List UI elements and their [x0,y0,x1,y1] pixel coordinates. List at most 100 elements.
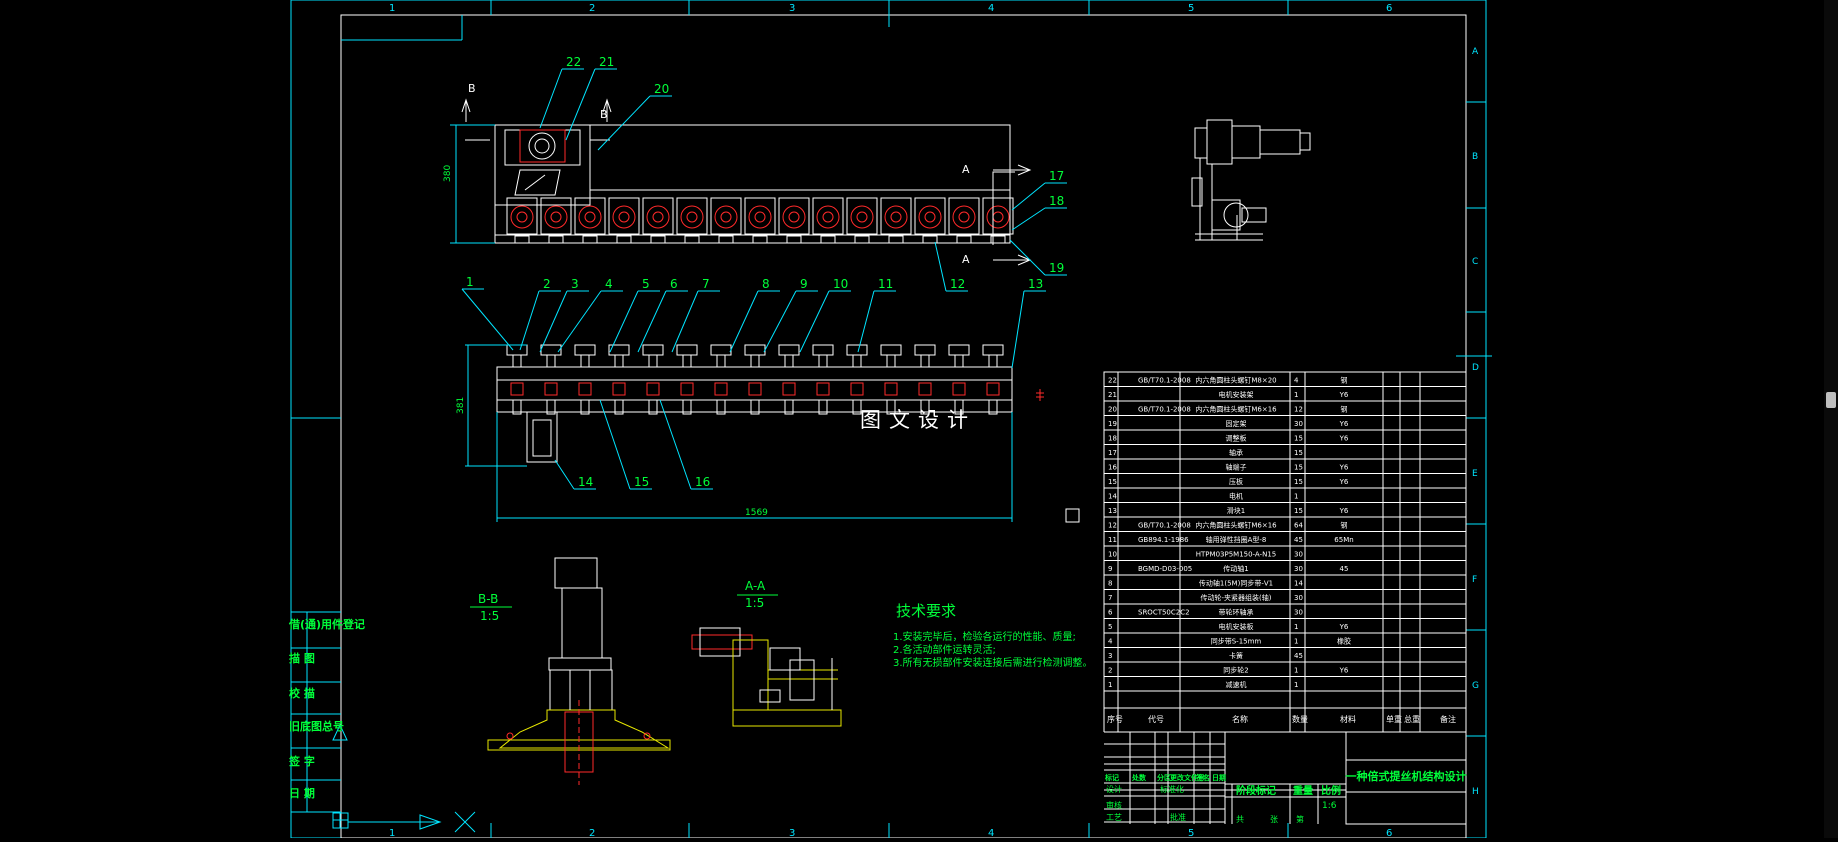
top-pulley-housing [540,197,572,235]
front-shaft [648,354,658,368]
bom-cell-no: 3 [1108,652,1112,660]
grid-col-label-bottom: 5 [1188,828,1194,838]
bom-cell-material: 钢 [1341,521,1348,530]
bom-cell-name: 传动轴1(5M)同步带-V1 [1199,579,1273,588]
bom-cell-material: 65Mn [1334,536,1353,544]
bom-cell-no: 9 [1108,565,1112,573]
vertical-scrollbar[interactable] [1824,0,1838,838]
title-block-std: 标准化 [1160,784,1184,794]
front-roller [676,344,698,356]
front-shaft [716,354,726,368]
front-bearing [680,382,694,396]
front-roller [778,344,800,356]
top-pulley [748,205,772,229]
front-bearing [544,382,558,396]
balloon-label: 17 [1049,169,1064,183]
bom-cell-qty: 1 [1294,493,1298,501]
balloon-label: 5 [642,277,650,291]
top-pulley [816,205,840,229]
bom-cell-code: GB/T70.1-2008 [1138,377,1191,385]
bom-cell-no: 22 [1108,377,1117,385]
bom-cell-name: 轴承 [1229,448,1243,457]
front-shaft [546,354,556,368]
top-pulley-housing [846,197,878,235]
grid-col-label-bottom: 1 [389,828,395,838]
top-pulley [646,205,670,229]
balloon-label: 11 [878,277,893,291]
grid-row-label: D [1472,363,1479,373]
top-pulley-base [582,235,598,244]
title-block-design: 设计 [1106,784,1122,794]
title-block-approve: 批准 [1170,812,1186,822]
title-block-label: 更改文件号 [1170,773,1205,782]
bom-cell-name: 电机 [1229,492,1243,501]
front-bearing [714,382,728,396]
side-stamp-label: 日 期 [289,786,315,800]
section-mark-b-left: B [468,82,476,95]
front-roller [914,344,936,356]
top-pulley-housing [812,197,844,235]
front-shaft [750,354,760,368]
top-pulley-base [956,235,972,244]
title-block-label: 签名 [1195,773,1210,782]
bom-cell-material: Y6 [1339,435,1349,443]
section-bb-label: B-B [478,592,498,606]
balloon-leaders [461,68,1067,490]
bom-cell-qty: 1 [1294,391,1298,399]
bom-header-cell: 单重 [1386,714,1402,724]
title-block-stage: 阶段标记 [1236,784,1276,797]
grid-col-label-top: 3 [789,3,795,14]
top-pulley-base [854,235,870,244]
top-pulley [714,205,738,229]
bom-cell-no: 4 [1108,638,1113,646]
top-pulley-housing [744,197,776,235]
side-stamp-table [291,611,476,833]
balloon-label: 15 [634,475,649,489]
title-block-process: 工艺 [1106,813,1122,822]
balloon-label: 12 [950,277,965,291]
front-roller [744,344,766,356]
top-pulley-hub [958,211,970,223]
front-shaft [580,354,590,368]
top-pulley-hub [516,211,528,223]
front-shaft [512,354,522,368]
bom-cell-name: 调整板 [1226,434,1247,443]
bom-cell-no: 21 [1108,391,1117,399]
side-stamp-label: 校 描 [289,686,315,700]
top-pulley-housing [506,197,538,235]
bom-cell-material: 45 [1340,565,1349,573]
bom-header-cell: 序号 [1107,714,1123,724]
front-shaft [954,354,964,368]
bom-header-cell: 材料 [1340,714,1356,724]
front-bearing [986,382,1000,396]
top-pulley-housing [574,197,606,235]
balloon-label: 22 [566,55,581,69]
top-pulley-hub [856,211,868,223]
section-mark-a-bottom: A [962,253,970,266]
top-pulley-housing [880,197,912,235]
bom-cell-material: Y6 [1339,478,1349,486]
bom-header-cell: 数量 [1292,714,1308,724]
bom-cell-no: 20 [1108,406,1117,414]
scrollbar-thumb[interactable] [1826,392,1836,408]
top-pulley [952,205,976,229]
section-mark-b-right: B [600,108,608,121]
top-pulley-hub [992,211,1004,223]
bom-header-cell: 名称 [1232,714,1248,724]
bom-cell-name: 压板 [1229,477,1243,486]
top-pulley-housing [914,197,946,235]
top-pulley [612,205,636,229]
front-stud [852,399,862,415]
top-pulley [986,205,1010,229]
bom-cell-material: Y6 [1339,667,1349,675]
front-roller [574,344,596,356]
bom-cell-qty: 4 [1294,377,1299,385]
bom-cell-no: 7 [1108,594,1112,602]
bom-cell-material: Y6 [1339,507,1349,515]
title-block-review: 审核 [1106,800,1122,810]
title-block-label: 标记 [1104,773,1119,782]
grid-col-label-top: 6 [1386,3,1392,14]
front-bearing [816,382,830,396]
